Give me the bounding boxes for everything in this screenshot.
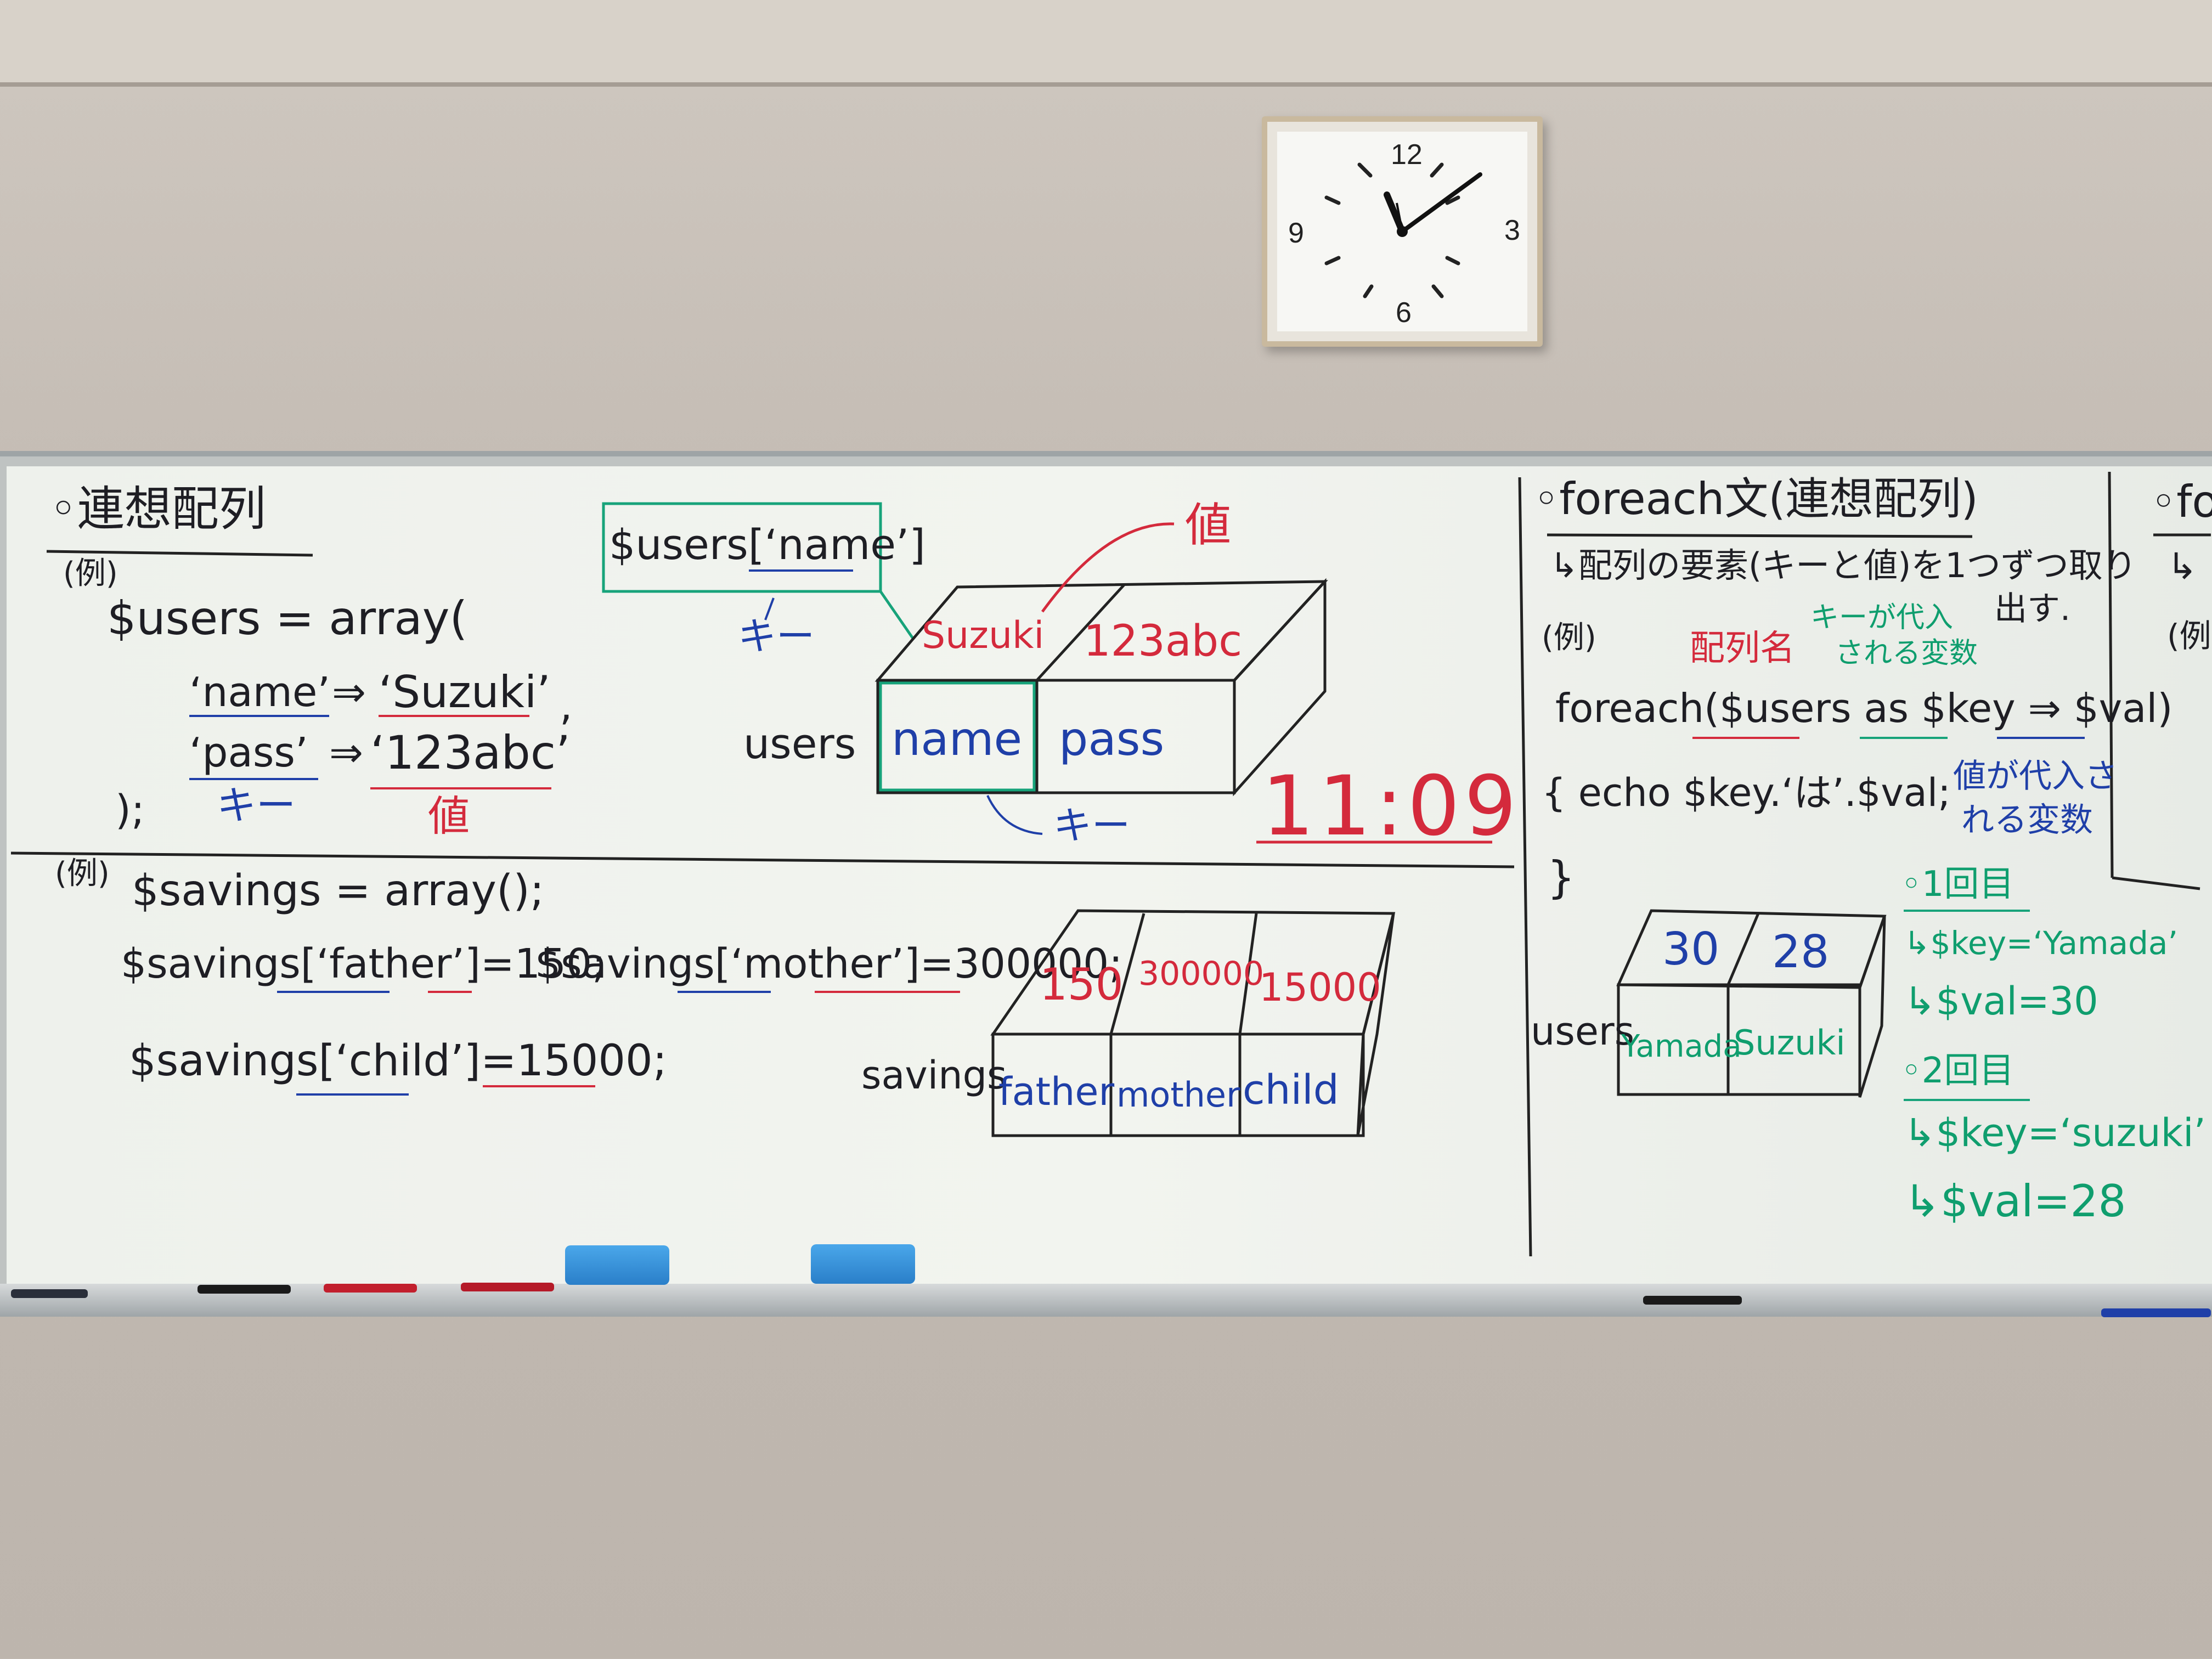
code-line: } <box>1547 852 1575 903</box>
key-label: キー <box>217 782 296 828</box>
example-label: (例 <box>2167 617 2211 654</box>
code-line: $savings = array(); <box>132 866 545 916</box>
code-line: { echo $key.‘は’.$val; <box>1542 770 1951 815</box>
clock-face: 12 3 6 9 <box>1277 132 1527 331</box>
section-title: ◦foreach文(連想配列) <box>1533 473 1978 524</box>
value-label: 値 <box>428 792 470 840</box>
annotation: される変数 <box>1835 637 1978 670</box>
annotation: 配列名 <box>1690 628 1795 669</box>
array-key: ‘pass’ <box>189 729 308 776</box>
description: 出す. <box>1994 590 2071 628</box>
section-title: ◦連想配列 <box>49 482 266 537</box>
cell-value: 300000 <box>1138 955 1265 993</box>
clock-number: 3 <box>1504 215 1520 246</box>
annotation: 値が代入さ <box>1953 757 2118 795</box>
description: ↳ <box>2167 545 2198 588</box>
clock-number: 12 <box>1391 139 1423 171</box>
cell-value: Suzuki <box>922 614 1045 657</box>
example-label: (例) <box>1542 620 1596 656</box>
iteration-label: ◦2回目 <box>1901 1051 2015 1091</box>
description: ↳配列の要素(キーと値)を1つずつ取り <box>1550 545 2137 585</box>
arrow: ⇒ <box>329 729 364 776</box>
marker-black[interactable] <box>198 1285 291 1294</box>
row-label: savings <box>861 1053 1007 1098</box>
whiteboard <box>7 466 2212 1295</box>
annotation: キーが代入 <box>1810 601 1954 634</box>
marker-black[interactable] <box>11 1289 88 1298</box>
array-key: ‘name’ <box>189 669 330 716</box>
cell-value: 28 <box>1772 926 1830 978</box>
cell-key: child <box>1243 1066 1339 1114</box>
clock-number: 9 <box>1288 217 1304 249</box>
cell-key: Suzuki <box>1734 1023 1846 1063</box>
value-label: 値 <box>1185 498 1232 552</box>
comma: , <box>560 682 573 730</box>
clock-hands <box>1324 162 1482 298</box>
array-value: ‘Suzuki’ <box>379 667 551 718</box>
eraser[interactable] <box>811 1244 915 1284</box>
row-label: users <box>1531 1009 1635 1054</box>
access-expression: $users[‘name’] <box>609 520 926 569</box>
code-line: $savings[‘child’]=15000; <box>129 1036 667 1086</box>
cell-value: 123abc <box>1084 617 1243 666</box>
annotation: れる変数 <box>1961 801 2093 839</box>
iteration-val: ↳$val=30 <box>1904 979 2098 1024</box>
array-value: ‘123abc’ <box>370 726 571 780</box>
ceiling <box>0 0 2212 87</box>
code-line: $users = array( <box>107 591 468 645</box>
code-line: foreach($users as $key ⇒ $val) <box>1555 685 2173 731</box>
iteration-val: ↳$val=28 <box>1904 1176 2126 1227</box>
eraser[interactable] <box>565 1245 669 1285</box>
code-line: $savings[‘father’]=150; <box>121 940 606 988</box>
cell-key: pass <box>1059 712 1165 766</box>
iteration-label: ◦1回目 <box>1901 864 2015 905</box>
marker-black[interactable] <box>1643 1296 1742 1305</box>
cell-value: 15000 <box>1259 965 1381 1010</box>
iteration-key: ↳$key=‘Yamada’ <box>1904 924 2178 962</box>
code-line: ); <box>115 787 145 834</box>
cell-key: Yamada <box>1621 1029 1742 1064</box>
key-label: キー <box>1053 803 1130 848</box>
cell-key: father <box>998 1069 1115 1114</box>
row-label: users <box>743 719 856 768</box>
cell-key: name <box>891 712 1023 766</box>
marker-red[interactable] <box>461 1283 554 1291</box>
cell-value: 30 <box>1662 923 1720 975</box>
example-label: (例) <box>63 556 118 591</box>
clock-number: 6 <box>1396 297 1412 329</box>
code-line: $savings[‘mother’]=300000; <box>535 940 1123 988</box>
marker-red[interactable] <box>324 1284 417 1293</box>
marker-blue[interactable] <box>2101 1308 2211 1317</box>
example-label: (例) <box>55 856 110 891</box>
cell-key: mother <box>1116 1075 1240 1115</box>
cell-value: 150 <box>1040 959 1124 1010</box>
key-label: キー <box>738 614 815 659</box>
iteration-key: ↳$key=‘suzuki’ <box>1904 1110 2206 1155</box>
time-written: 11:09 <box>1262 759 1521 854</box>
section-title: ◦fo <box>2151 476 2212 527</box>
wall-clock: 12 3 6 9 <box>1262 116 1543 347</box>
arrow: ⇒ <box>332 669 366 716</box>
